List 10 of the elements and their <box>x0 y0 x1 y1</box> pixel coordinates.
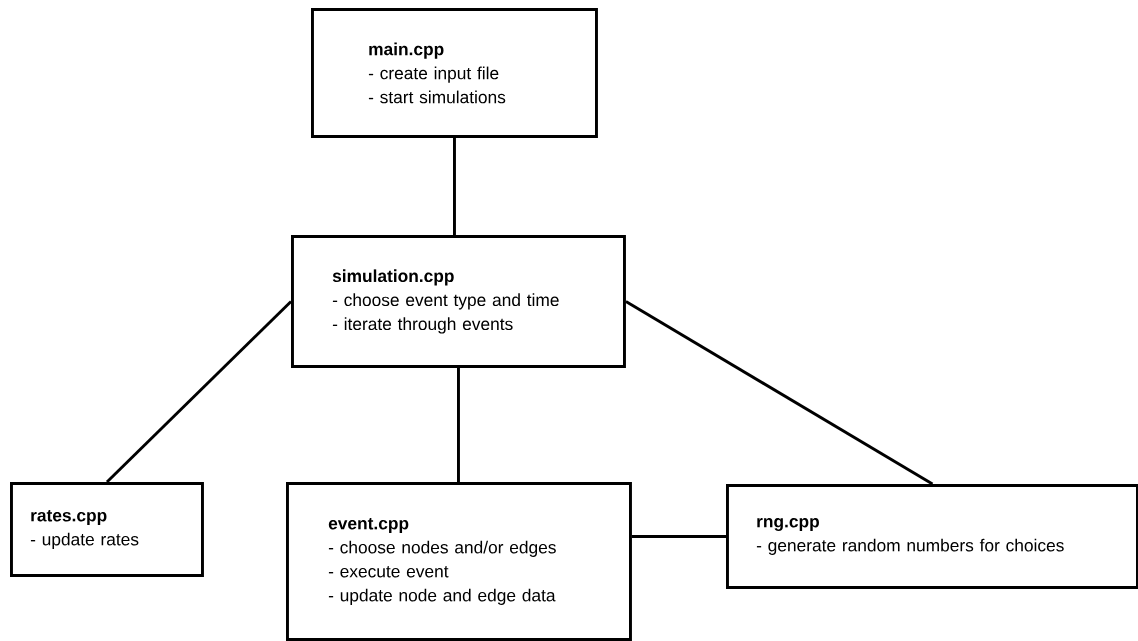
file-box: event.cpp - choose nodes and/or edges - execute event - update node and edge data <box>286 482 632 641</box>
file-box: rates.cpp - update rates <box>10 482 204 577</box>
file-box: simulation.cpp - choose event type and time - iterate through events <box>291 235 626 368</box>
connector-line <box>105 300 293 484</box>
connector-line <box>625 300 934 486</box>
file-box: rng.cpp - generate random numbers for choices <box>726 484 1138 589</box>
connector-line <box>631 535 726 538</box>
connector-line <box>453 137 456 235</box>
file-box: main.cpp - create input file - start simulations <box>311 8 598 138</box>
connector-line <box>457 367 460 482</box>
